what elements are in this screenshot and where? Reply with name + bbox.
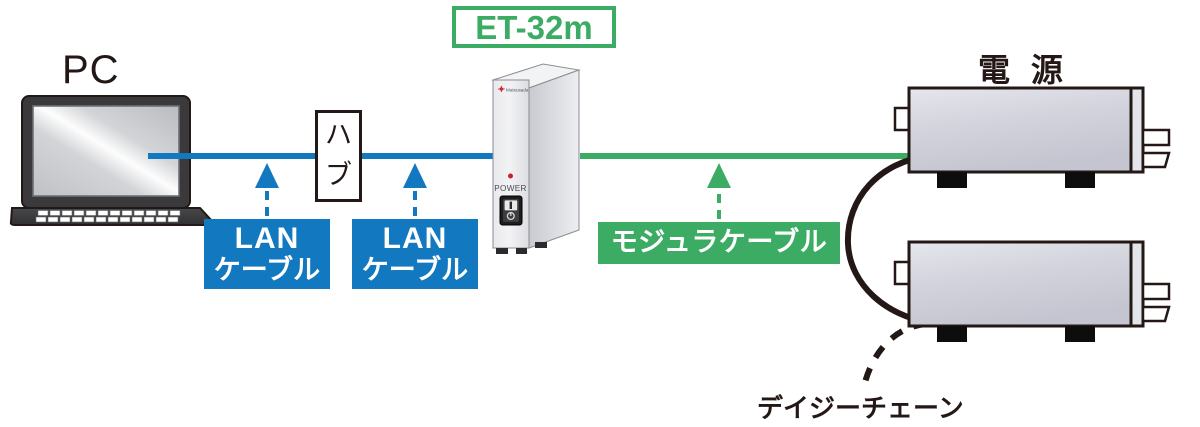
lan-cable-2-line2: ケーブル [361,254,469,285]
hub-label-line1: ハ [325,120,352,150]
daisy-chain-label: デイジーチェーン [757,393,964,423]
et32m-device-illustration: Matsusada POWER [487,58,585,258]
modular-cable-tag: モジュラケーブル [598,222,840,264]
et32m-model-text: ET-32m [475,8,593,46]
power-supply-label: 電 源 [978,52,1069,88]
hub-box: ハ ブ [315,110,362,202]
matsusada-logo-icon: Matsusada [498,85,529,92]
lan-cable-1-line2: ケーブル [213,254,321,285]
lan-cable-2-tag: LAN ケーブル [352,219,478,289]
svg-text:Matsusada: Matsusada [506,87,529,92]
et32m-callout-box: ET-32m [452,6,616,48]
svg-text:POWER: POWER [494,184,526,193]
power-supply-unit-2 [893,240,1193,365]
pc-label: PC [62,48,120,92]
modular-cable-line [580,153,930,159]
power-supply-unit-1 [893,86,1193,211]
modular-cable-label: モジュラケーブル [610,227,828,258]
lan-cable-1-line1: LAN [234,222,300,256]
pc-laptop-illustration [8,94,218,226]
hub-label-line2: ブ [325,160,352,190]
lan-cable-1-tag: LAN ケーブル [204,219,330,289]
lan-cable-2-line1: LAN [382,222,448,256]
